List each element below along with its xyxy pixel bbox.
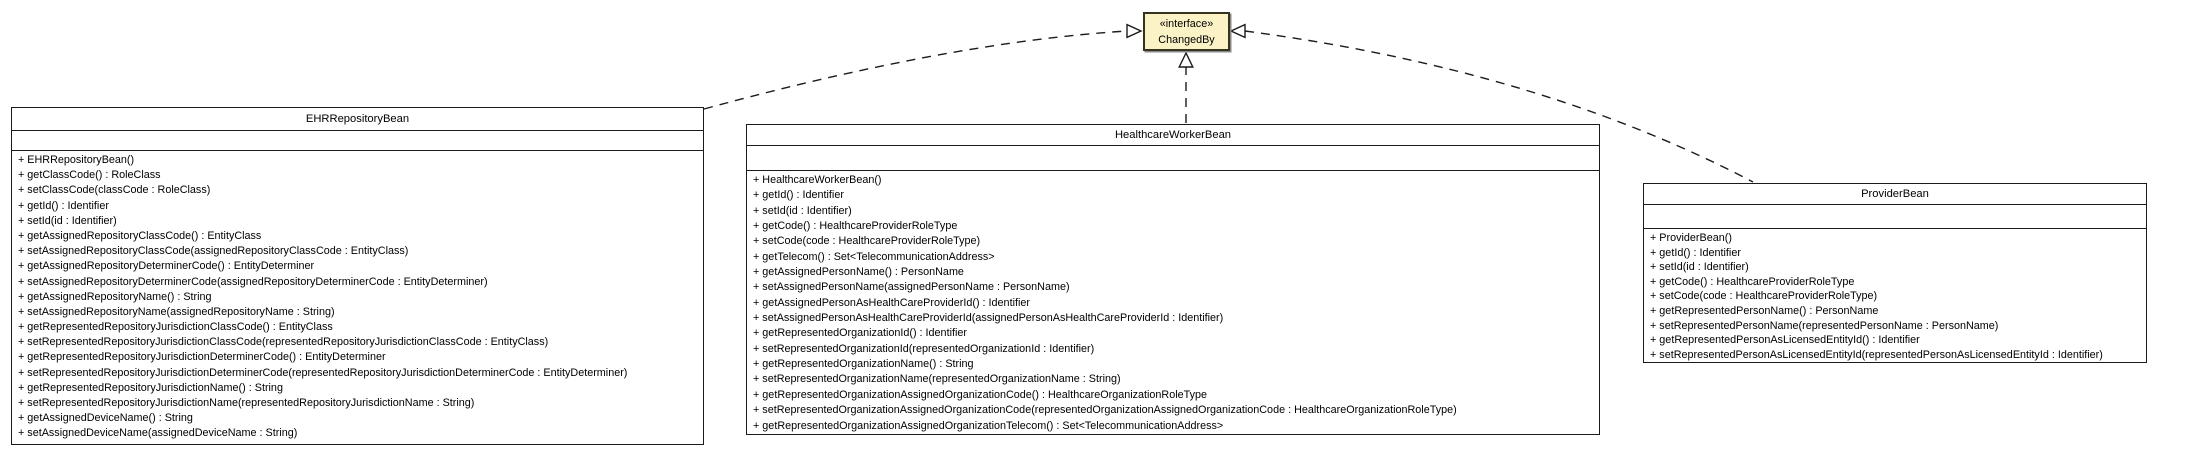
method-row: + getAssignedPersonAsHealthCareProviderI…	[753, 296, 1030, 309]
method-row: + getRepresentedRepositoryJurisdictionDe…	[18, 351, 386, 364]
method-row: + getAssignedRepositoryDeterminerCode() …	[18, 260, 315, 273]
realization-edge-providerbean	[1244, 30, 1754, 183]
interface-stereotype-label: «interface»	[1159, 18, 1214, 30]
method-row: + setClassCode(classCode : RoleClass)	[18, 184, 211, 197]
method-row: + getRepresentedOrganizationId() : Ident…	[753, 327, 967, 340]
method-row: + setAssignedRepositoryDeterminerCode(as…	[18, 275, 488, 288]
method-row: + getRepresentedOrganizationAssignedOrga…	[753, 419, 1224, 432]
method-row: + getId() : Identifier	[753, 189, 844, 202]
method-row: + getRepresentedRepositoryJurisdictionCl…	[18, 321, 333, 334]
method-row: + getCode() : HealthcareProviderRoleType	[1650, 275, 1855, 288]
method-row: + setRepresentedPersonName(representedPe…	[1650, 319, 1999, 332]
method-row: + setId(id : Identifier)	[18, 214, 117, 227]
realization-arrowhead-right	[1229, 23, 1246, 39]
method-row: + EHRRepositoryBean()	[18, 154, 135, 166]
method-row: + getAssignedRepositoryName() : String	[18, 290, 212, 303]
method-row: + setAssignedRepositoryClassCode(assigne…	[18, 245, 409, 258]
realization-arrowhead-bottom	[1178, 51, 1194, 68]
method-row: + getAssignedRepositoryClassCode() : Ent…	[18, 229, 262, 242]
method-row: + setRepresentedPersonAsLicensedEntityId…	[1650, 348, 2103, 361]
methods-compartment: + ProviderBean() + getId() : Identifier + …	[1644, 229, 2146, 362]
method-row: + setAssignedRepositoryName(assignedRepo…	[18, 305, 335, 318]
method-row: + getRepresentedPersonAsLicensedEntityId…	[1650, 334, 1920, 347]
method-row: + ProviderBean()	[1650, 232, 1732, 244]
method-row: + setRepresentedOrganizationAssignedOrga…	[753, 404, 1457, 417]
method-row: + setId(id : Identifier)	[753, 204, 852, 217]
interface-name: ChangedBy	[1158, 34, 1215, 46]
method-row: + getId() : Identifier	[1650, 246, 1741, 259]
method-row: + getRepresentedRepositoryJurisdictionNa…	[18, 381, 283, 394]
method-row: + setRepresentedRepositoryJurisdictionNa…	[18, 397, 475, 409]
method-row: + setRepresentedRepositoryJurisdictionDe…	[18, 366, 628, 379]
method-row: + setAssignedDeviceName(assignedDeviceNa…	[18, 427, 298, 440]
class-ehrrepositorybean[interactable]: EHRRepositoryBean + EHRRepositoryBean()+…	[11, 107, 704, 445]
realization-arrowhead-left	[1126, 23, 1143, 39]
methods-compartment: + EHRRepositoryBean() + getClassCode() : …	[12, 151, 703, 442]
method-row: + setRepresentedOrganizationId(represent…	[753, 342, 1095, 355]
method-row: + setAssignedPersonName(assignedPersonNa…	[753, 281, 1070, 294]
attributes-compartment	[12, 131, 703, 151]
method-row: + setCode(code : HealthcareProviderRoleT…	[1650, 290, 1878, 303]
method-row: + getAssignedDeviceName() : String	[18, 412, 193, 425]
method-row: + setRepresentedOrganizationName(represe…	[753, 373, 1121, 386]
method-row: + setRepresentedRepositoryJurisdictionCl…	[18, 336, 549, 349]
realization-edge-ehrrepositorybean	[703, 30, 1128, 110]
method-row: + getCode() : HealthcareProviderRoleType	[753, 220, 958, 233]
interface-changedby[interactable]: «interface» ChangedBy	[1143, 12, 1230, 51]
method-row: + getRepresentedOrganizationAssignedOrga…	[753, 388, 1208, 401]
methods-compartment: + HealthcareWorkerBean() + getId() : Iden…	[747, 171, 1599, 434]
attributes-compartment	[747, 146, 1599, 171]
class-name: ProviderBean	[1644, 184, 2146, 205]
method-row: + HealthcareWorkerBean()	[753, 174, 882, 186]
method-row: + getClassCode() : RoleClass	[18, 169, 161, 182]
method-row: + getRepresentedOrganizationName() : Str…	[753, 358, 974, 371]
method-row: + setCode(code : HealthcareProviderRoleT…	[753, 235, 981, 248]
class-providerbean[interactable]: ProviderBean + ProviderBean() + getId() :…	[1643, 183, 2147, 363]
method-row: + getId() : Identifier	[18, 199, 109, 212]
method-row: + setId(id : Identifier)	[1650, 261, 1749, 274]
attributes-compartment	[1644, 205, 2146, 229]
method-row: + getRepresentedPersonName() : PersonNam…	[1650, 304, 1879, 317]
method-row: + setAssignedPersonAsHealthCareProviderI…	[753, 312, 1224, 325]
class-healthcareworkerbean[interactable]: HealthcareWorkerBean + HealthcareWorkerB…	[746, 124, 1600, 435]
class-name: EHRRepositoryBean	[12, 108, 703, 131]
method-row: + getAssignedPersonName() : PersonName	[753, 266, 964, 279]
class-name: HealthcareWorkerBean	[747, 125, 1599, 146]
method-row: + getTelecom() : Set<TelecommunicationAd…	[753, 250, 995, 263]
